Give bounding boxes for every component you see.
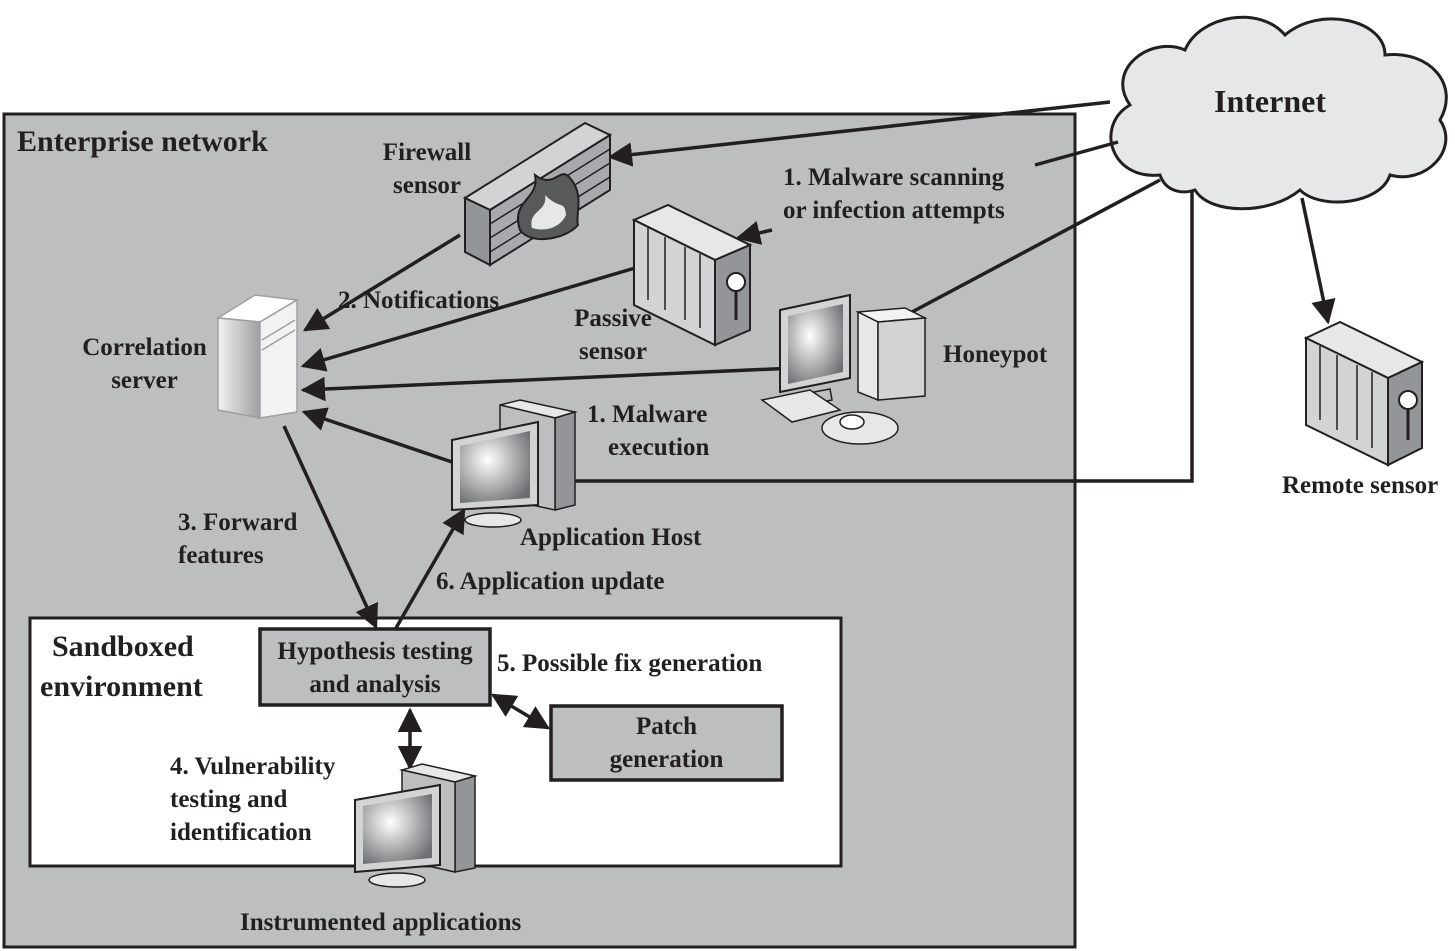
application-host-icon [451, 399, 578, 528]
firewall-icon [462, 121, 613, 267]
remote-sensor-label: Remote sensor [1282, 472, 1439, 499]
enterprise-network-label: Enterprise network [17, 125, 268, 158]
link-internet-apphost [575, 190, 1194, 483]
patch-box [549, 704, 784, 782]
link-internet-firewall [607, 100, 1111, 167]
link-internet-remote [1300, 197, 1336, 325]
link-honeypot-correlation [300, 366, 796, 402]
link-passive-correlation [300, 266, 636, 372]
firewall-sensor-label: Firewall sensor [382, 139, 472, 199]
link-internet-label [1034, 140, 1119, 167]
malware-scanning-label: 1. Malware scanning or infection attempt… [783, 164, 1005, 224]
malware-execution-label: 1. Malware execution [587, 401, 710, 461]
link-apphost-correlation [301, 407, 453, 464]
internet-label: Internet [1214, 83, 1326, 119]
instrumented-applications-label: Instrumented applications [240, 909, 522, 936]
instrumented-application-icon [354, 763, 478, 888]
link-hypothesis-patch [490, 693, 551, 730]
possible-fix-label: 5. Possible fix generation [497, 650, 763, 677]
sandboxed-environment-label: Sandboxed environment [40, 630, 203, 703]
link-firewall-correlation [302, 233, 461, 332]
application-update-label: 6. Application update [436, 568, 665, 595]
passive-sensor-icon [631, 203, 753, 347]
forward-features-label: 3. Forward features [178, 509, 298, 569]
link-internet-passive [735, 221, 773, 245]
honeypot-label: Honeypot [943, 341, 1048, 368]
link-hypothesis-apphost [394, 507, 466, 629]
link-correlation-hypothesis [282, 425, 378, 630]
link-internet-honeypot [911, 178, 1161, 314]
correlation-server-label: Correlation server [82, 334, 207, 394]
remote-sensor-icon [1303, 320, 1425, 467]
honeypot-icon [760, 293, 928, 445]
patch-generation-label: Patch generation [609, 713, 724, 773]
notifications-label: 2. Notifications [338, 287, 500, 314]
correlation-server-icon [215, 294, 300, 419]
internet-cloud [1109, 15, 1448, 211]
hypothesis-testing-label: Hypothesis testing and analysis [277, 638, 473, 698]
hypothesis-box [258, 627, 492, 707]
vulnerability-testing-label: 4. Vulnerability testing and identificat… [170, 753, 336, 846]
passive-sensor-label: Passive sensor [574, 305, 652, 365]
application-host-label: Application Host [520, 524, 702, 551]
